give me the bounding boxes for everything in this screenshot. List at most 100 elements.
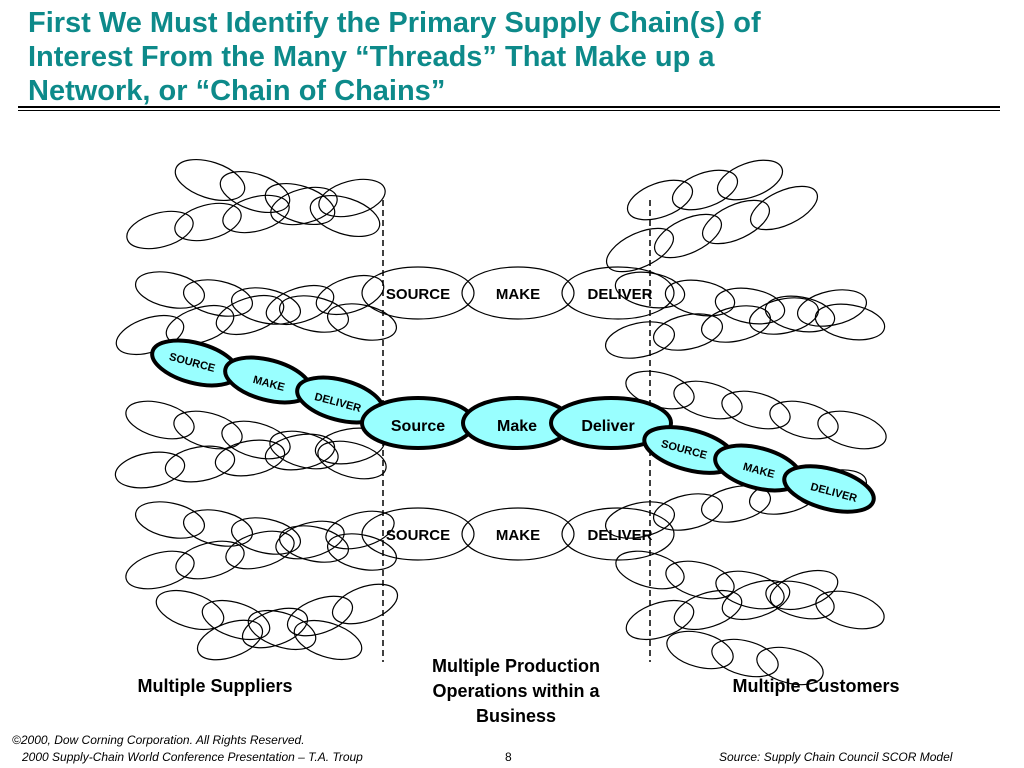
title-rule-thin: [18, 110, 1000, 111]
thread-ellipse-l1-0: [174, 158, 246, 202]
title-line-1: First We Must Identify the Primary Suppl…: [28, 7, 761, 39]
thread-ellipse-l9-2: [247, 609, 317, 651]
thread-ellipse-l4-1: [165, 304, 235, 346]
thread-ellipse-l5-4: [317, 440, 387, 480]
thread-ellipse-l5-0: [125, 400, 195, 440]
thread-ellipse-l6-2: [214, 439, 286, 477]
thread-ellipse-r8-0: [625, 599, 695, 641]
thread-ellipse-l8-1: [175, 540, 245, 580]
primary-deliver-label: Deliver: [581, 418, 634, 435]
primary-deliver-ellipse: [549, 396, 673, 450]
thread-ellipse-l10-2: [286, 595, 354, 637]
thread-ellipse-l8-2: [225, 530, 295, 570]
supplier-chain: SOURCE MAKE DELIVER: [150, 338, 385, 425]
thread-ellipse-l2-3: [270, 186, 338, 226]
thread-ellipse-l9-1: [201, 599, 271, 641]
footer-presentation: 2000 Supply-Chain World Conference Prese…: [22, 750, 363, 764]
thread-ellipse-l10-0: [196, 619, 264, 661]
thread-ellipse-r7-4: [815, 590, 885, 630]
thread-ellipse-r4-3: [748, 297, 820, 335]
thread-ellipse-l4-4: [315, 274, 385, 316]
thread-ellipse-r4-1: [652, 313, 724, 351]
footer-page-number: 8: [505, 750, 512, 764]
thread-ellipse-r9-2: [756, 646, 824, 686]
thread-ellipse-l7-0: [134, 501, 206, 539]
background-threads: [114, 158, 887, 686]
thread-ellipse-r3-1: [664, 279, 736, 317]
thread-ellipse-l10-1: [241, 607, 309, 649]
production-label-line-1: Multiple Production: [432, 656, 600, 676]
thread-ellipse-l9-3: [293, 619, 363, 661]
production-label: Multiple Production Operations within a …: [400, 654, 632, 729]
thread-ellipse-l2-0: [126, 210, 194, 250]
bottom-source-label: SOURCE: [386, 527, 450, 544]
thread-ellipse-l10-3: [331, 583, 399, 625]
thread-ellipse-r3-3: [764, 295, 836, 333]
thread-ellipse-r5-4: [817, 410, 887, 450]
title-line-3: Network, or “Chain of Chains”: [28, 75, 446, 107]
thread-ellipse-r9-0: [666, 630, 734, 670]
primary-chain: Source Make Deliver: [360, 396, 673, 450]
bottom-source-ellipse: [361, 507, 475, 561]
thread-ellipse-l8-3: [275, 520, 345, 560]
thread-ellipse-r8-2: [721, 579, 791, 621]
customer-deliver-ellipse: [782, 464, 876, 514]
thread-ellipse-r4-4: [796, 289, 868, 327]
bottom-deliver-ellipse: [561, 507, 675, 561]
top-make-ellipse: [461, 266, 575, 320]
bottom-make-ellipse: [461, 507, 575, 561]
thread-ellipse-r7-2: [715, 570, 785, 610]
thread-ellipse-l3-2: [230, 287, 302, 325]
production-label-line-3: Business: [475, 706, 557, 726]
thread-ellipse-l7-3: [278, 525, 350, 563]
thread-ellipse-r9-1: [711, 638, 779, 678]
title-line-2: Interest From the Many “Threads” That Ma…: [28, 41, 715, 73]
thread-ellipse-l1-1: [219, 170, 291, 214]
thread-ellipse-l9-0: [155, 589, 225, 631]
suppliers-label: Multiple Suppliers: [137, 676, 293, 696]
thread-ellipse-l1-2: [264, 182, 336, 226]
thread-ellipse-l8-4: [325, 510, 395, 550]
thread-ellipse-r2-2: [716, 159, 784, 201]
footer-source: Source: Supply Chain Council SCOR Model: [719, 750, 953, 764]
thread-ellipse-r7-3: [765, 580, 835, 620]
production-label-line-2: Operations within a: [432, 681, 600, 701]
top-source-ellipse: [361, 266, 475, 320]
title-rule: [18, 106, 1000, 108]
top-make-label: MAKE: [496, 286, 540, 303]
bottom-chain: SOURCE MAKE DELIVER: [361, 507, 675, 561]
thread-ellipse-r8-3: [769, 569, 839, 611]
thread-ellipse-r1-3: [749, 185, 819, 231]
thread-ellipse-l7-4: [326, 533, 398, 571]
thread-ellipse-r6-0: [604, 501, 676, 539]
top-source-label: SOURCE: [386, 286, 450, 303]
thread-ellipse-l6-3: [264, 433, 336, 471]
thread-ellipse-l8-0: [125, 550, 195, 590]
thread-ellipse-r1-2: [701, 199, 771, 245]
thread-ellipse-r4-2: [700, 305, 772, 343]
thread-ellipse-r4-0: [604, 321, 676, 359]
customer-chain: SOURCE MAKE DELIVER: [642, 425, 876, 514]
customers-label: Multiple Customers: [732, 676, 900, 696]
thread-ellipse-l2-2: [222, 194, 290, 234]
thread-ellipse-l6-0: [114, 451, 186, 489]
thread-ellipse-l4-2: [215, 294, 285, 336]
top-deliver-ellipse: [561, 266, 675, 320]
slide-title: First We Must Identify the Primary Suppl…: [28, 6, 988, 108]
thread-ellipse-l3-0: [134, 271, 206, 309]
thread-ellipse-l5-1: [173, 410, 243, 450]
thread-ellipse-l6-1: [164, 445, 236, 483]
bottom-make-label: MAKE: [496, 527, 540, 544]
thread-ellipse-l1-3: [309, 194, 381, 238]
thread-ellipse-l7-2: [230, 517, 302, 555]
top-deliver-label: DELIVER: [587, 286, 652, 303]
primary-source-label: Source: [391, 418, 445, 435]
thread-ellipse-r5-2: [721, 390, 791, 430]
thread-ellipse-l5-2: [221, 420, 291, 460]
thread-ellipse-l2-4: [318, 178, 386, 218]
thread-ellipse-l3-1: [182, 279, 254, 317]
thread-ellipse-r1-0: [605, 227, 675, 273]
top-chain: SOURCE MAKE DELIVER: [361, 266, 675, 320]
thread-ellipse-l7-1: [182, 509, 254, 547]
